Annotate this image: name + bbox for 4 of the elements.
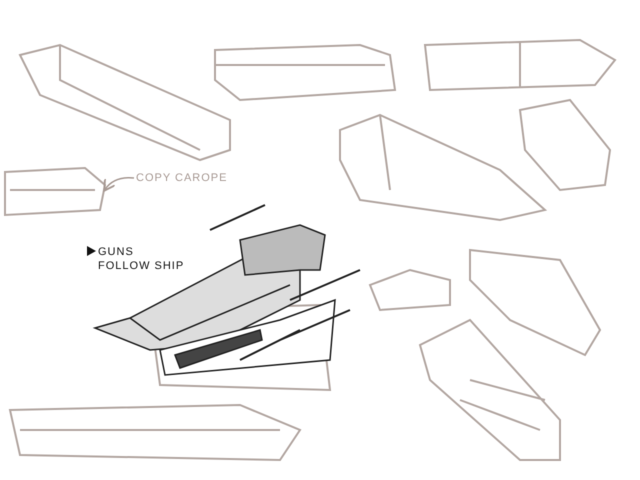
sketch-drawing: [4, 166, 106, 216]
leader-line: [103, 177, 134, 192]
sketch-note: COPY CAROPE: [136, 172, 228, 184]
sketch-note: GUNS FOLLOW SHIP: [98, 245, 186, 273]
